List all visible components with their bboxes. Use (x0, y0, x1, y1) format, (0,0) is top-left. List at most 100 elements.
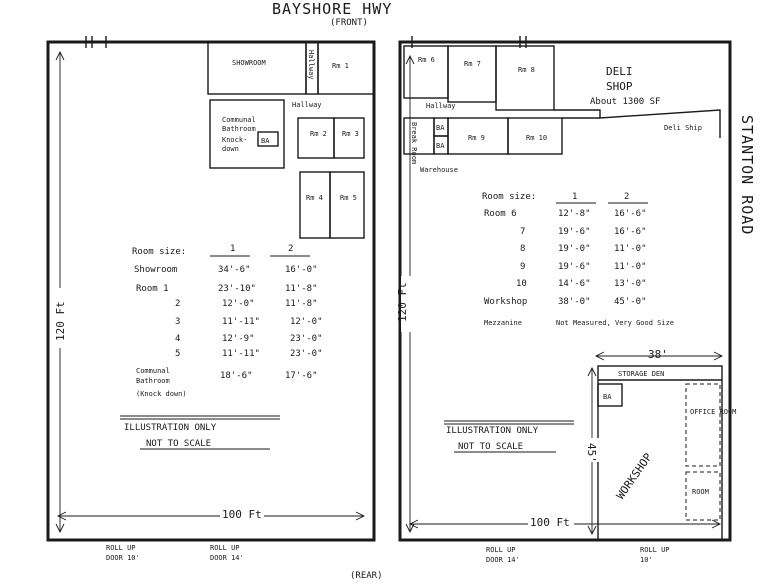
room-10 (507, 117, 563, 155)
room-5 (329, 171, 365, 239)
table-row: 4 (175, 334, 180, 344)
bathroom-label-4: down (222, 145, 239, 153)
right-building-outline (398, 40, 732, 542)
table-cell: 13'-0" (614, 279, 647, 289)
right-door-1-label-1: ROLL UP (486, 546, 516, 554)
table-cell: 16'-6" (614, 209, 647, 219)
deli-ship-label: Deli Ship (664, 124, 702, 132)
room-6-label: Rm 6 (418, 56, 435, 64)
table-row: Mezzanine (484, 319, 522, 327)
side-street-label: STANTON ROAD (738, 115, 756, 235)
left-depth-label: 120 Ft (54, 301, 67, 341)
table-row: 5 (175, 349, 180, 359)
table-cell: 12'-8" (558, 209, 591, 219)
room-8-label: Rm 8 (518, 66, 535, 74)
showroom-room (207, 41, 307, 95)
workshop-ba (597, 383, 623, 407)
room-3 (333, 117, 365, 159)
room-9-label: Rm 9 (468, 134, 485, 142)
table-cell: 11'-0" (614, 262, 647, 272)
table-cell: 19'-6" (558, 227, 591, 237)
right-illustration-note: ILLUSTRATION ONLY (446, 426, 539, 436)
table-cell: 45'-0" (614, 297, 647, 307)
room-4-label: Rm 4 (306, 194, 323, 202)
room-4 (299, 171, 331, 239)
table-row: Room 1 (136, 284, 169, 294)
room-7-label: Rm 7 (464, 60, 481, 68)
bathroom-label-2: Bathroom (222, 125, 256, 133)
left-scale-note: NOT TO SCALE (146, 439, 211, 449)
deli-shop-area: About 1300 SF (590, 97, 660, 107)
ba-1-label: BA (436, 124, 445, 132)
table-cell: Not Measured, Very Good Size (556, 319, 674, 327)
deli-shop-label-2: SHOP (606, 80, 633, 93)
table-cell: 12'-9" (222, 334, 255, 344)
right-door-2-label-1: ROLL UP (640, 546, 670, 554)
workshop-depth-label: 45' (585, 443, 598, 463)
table-cell: 23'-10" (218, 284, 256, 294)
room-2 (297, 117, 335, 159)
table-cell: 19'-0" (558, 244, 591, 254)
table-row: (Knock down) (136, 390, 187, 398)
workshop-width-label: 38' (648, 348, 668, 361)
break-room-label: Break Room (410, 122, 418, 164)
room-8 (495, 45, 555, 111)
table-row: Showroom (134, 265, 177, 275)
table-row: 9 (520, 262, 525, 272)
table-cell: 34'-6" (218, 265, 251, 275)
left-width-label: 100 Ft (222, 508, 262, 521)
office-room (685, 383, 721, 467)
table-cell: 11'-8" (285, 284, 318, 294)
table-cell: 11'-11" (222, 317, 260, 327)
table-cell: 17'-6" (285, 371, 318, 381)
right-door-2-label-2: 10' (640, 556, 653, 564)
table-cell: 11'-11" (222, 349, 260, 359)
right-room-size-table: Room size: 1 2 Room 6 12'-8" 16'-6" 7 19… (482, 192, 674, 327)
table-cell: 14'-6" (558, 279, 591, 289)
right-hallway-label: Hallway (426, 102, 456, 110)
deli-shop-label-1: DELI (606, 65, 633, 78)
table-row: 7 (520, 227, 525, 237)
communal-bathroom (209, 99, 285, 169)
street-name-front: BAYSHORE HWY (272, 0, 392, 18)
workshop-label: WORKSHOP (614, 451, 655, 502)
right-table-header-col1: 1 (572, 192, 577, 202)
room-2-label: Rm 2 (310, 130, 327, 138)
table-cell: 12'-0" (290, 317, 323, 327)
front-label: (FRONT) (330, 18, 368, 28)
right-scale-note: NOT TO SCALE (458, 442, 523, 452)
table-cell: 23'-0" (290, 334, 323, 344)
table-cell: 16'-0" (285, 265, 318, 275)
table-row: Bathroom (136, 377, 170, 385)
workshop-area (597, 365, 723, 541)
right-table-header-col2: 2 (624, 192, 629, 202)
table-cell: 38'-0" (558, 297, 591, 307)
workshop-ba-label: BA (603, 393, 612, 401)
right-table-header-label: Room size: (482, 192, 536, 202)
left-table-header-label: Room size: (132, 247, 186, 257)
table-cell: 11'-8" (285, 299, 318, 309)
table-cell: 18'-6" (220, 371, 253, 381)
left-table-header-col2: 2 (288, 244, 293, 254)
room-10-label: Rm 10 (526, 134, 547, 142)
table-row: 2 (175, 299, 180, 309)
table-row: Workshop (484, 297, 527, 307)
right-depth-label: 120 Ft (396, 282, 409, 322)
left-building-outline (46, 40, 376, 542)
left-room-size-table: Room size: 1 2 Showroom 34'-6" 16'-0" Ro… (132, 244, 323, 398)
table-row: 8 (520, 244, 525, 254)
left-door-1-label-2: DOOR 10' (106, 554, 140, 562)
table-cell: 19'-6" (558, 262, 591, 272)
storage-den-label: STORAGE DEN (618, 370, 664, 378)
left-table-header-col1: 1 (230, 244, 235, 254)
room-5-label: Rm 5 (340, 194, 357, 202)
break-room (403, 117, 435, 155)
table-cell: 23'-0" (290, 349, 323, 359)
right-width-label: 100 Ft (530, 516, 570, 529)
warehouse-label: Warehouse (420, 166, 458, 174)
office-room-label: OFFICE ROOM (690, 408, 736, 416)
table-row: Communal (136, 367, 170, 375)
room-1-label: Rm 1 (332, 62, 349, 70)
table-cell: 16'-6" (614, 227, 647, 237)
